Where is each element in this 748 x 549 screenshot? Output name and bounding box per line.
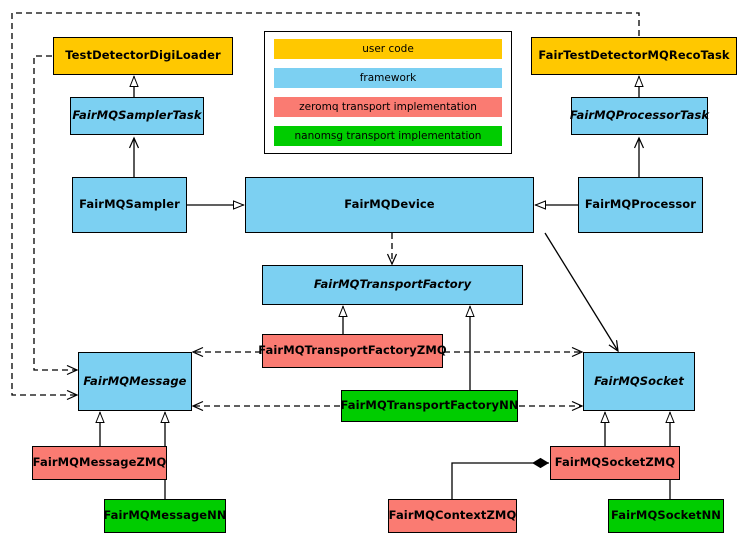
legend-label-user-code: user code bbox=[362, 43, 414, 55]
legend-item-user-code: user code bbox=[274, 39, 502, 59]
class-box-fairmqcontextzmq[interactable]: FairMQContextZMQ bbox=[388, 499, 517, 533]
class-label: FairMQSocketZMQ bbox=[554, 455, 676, 470]
class-label: FairMQDevice bbox=[344, 197, 435, 212]
class-box-testdetectordigiloader[interactable]: TestDetectorDigiLoader bbox=[53, 37, 233, 75]
class-box-fairmqsamplertask[interactable]: FairMQSamplerTask bbox=[70, 97, 204, 135]
class-label: FairMQProcessorTask bbox=[569, 108, 710, 123]
class-label: FairMQMessage bbox=[83, 373, 187, 388]
class-box-fairmqmessagezmq[interactable]: FairMQMessageZMQ bbox=[32, 446, 167, 480]
class-box-fairmqdevice[interactable]: FairMQDevice bbox=[245, 177, 534, 233]
class-box-fairmqsampler[interactable]: FairMQSampler bbox=[72, 177, 187, 233]
class-label: FairMQSamplerTask bbox=[72, 108, 202, 123]
class-box-fairtestdetectormqrecotask[interactable]: FairTestDetectorMQRecoTask bbox=[531, 37, 737, 75]
class-label: FairMQProcessor bbox=[584, 197, 697, 212]
legend-panel: user code framework zeromq transport imp… bbox=[264, 31, 512, 154]
class-box-fairmqprocessor[interactable]: FairMQProcessor bbox=[578, 177, 703, 233]
class-label: FairMQMessageZMQ bbox=[32, 455, 167, 470]
edge-device-to-socket bbox=[544, 232, 618, 351]
legend-item-zeromq: zeromq transport implementation bbox=[274, 97, 502, 117]
class-box-fairmqsocketnn[interactable]: FairMQSocketNN bbox=[608, 499, 724, 533]
legend-label-zeromq: zeromq transport implementation bbox=[299, 101, 477, 113]
class-label: TestDetectorDigiLoader bbox=[65, 48, 221, 63]
class-label: FairMQTransportFactoryZMQ bbox=[258, 343, 447, 358]
class-label: FairMQSocket bbox=[594, 373, 684, 388]
class-label: FairMQTransportFactoryNN bbox=[340, 398, 519, 413]
class-box-fairmqtransportfactorynn[interactable]: FairMQTransportFactoryNN bbox=[340, 390, 519, 422]
class-box-fairmqmessage[interactable]: FairMQMessage bbox=[78, 352, 192, 411]
class-label: FairMQTransportFactory bbox=[313, 277, 472, 292]
class-box-fairmqmessagenn[interactable]: FairMQMessageNN bbox=[103, 499, 227, 533]
class-label: FairMQSocketNN bbox=[610, 508, 722, 523]
legend-label-nanomsg: nanomsg transport implementation bbox=[294, 130, 482, 142]
class-label: FairMQMessageNN bbox=[103, 508, 227, 523]
class-box-fairmqtransportfactory[interactable]: FairMQTransportFactory bbox=[262, 265, 523, 305]
class-box-fairmqprocessortask[interactable]: FairMQProcessorTask bbox=[569, 97, 710, 135]
class-box-fairmqtransportfactoryzmq[interactable]: FairMQTransportFactoryZMQ bbox=[258, 334, 447, 368]
legend-label-framework: framework bbox=[359, 72, 417, 84]
class-label: FairTestDetectorMQRecoTask bbox=[538, 48, 730, 63]
legend-item-nanomsg: nanomsg transport implementation bbox=[274, 126, 502, 146]
class-box-fairmqsocketzmq[interactable]: FairMQSocketZMQ bbox=[550, 446, 680, 480]
class-label: FairMQSampler bbox=[79, 197, 180, 212]
class-box-fairmqsocket[interactable]: FairMQSocket bbox=[583, 352, 695, 411]
legend-item-framework: framework bbox=[274, 68, 502, 88]
class-label: FairMQContextZMQ bbox=[388, 508, 517, 523]
